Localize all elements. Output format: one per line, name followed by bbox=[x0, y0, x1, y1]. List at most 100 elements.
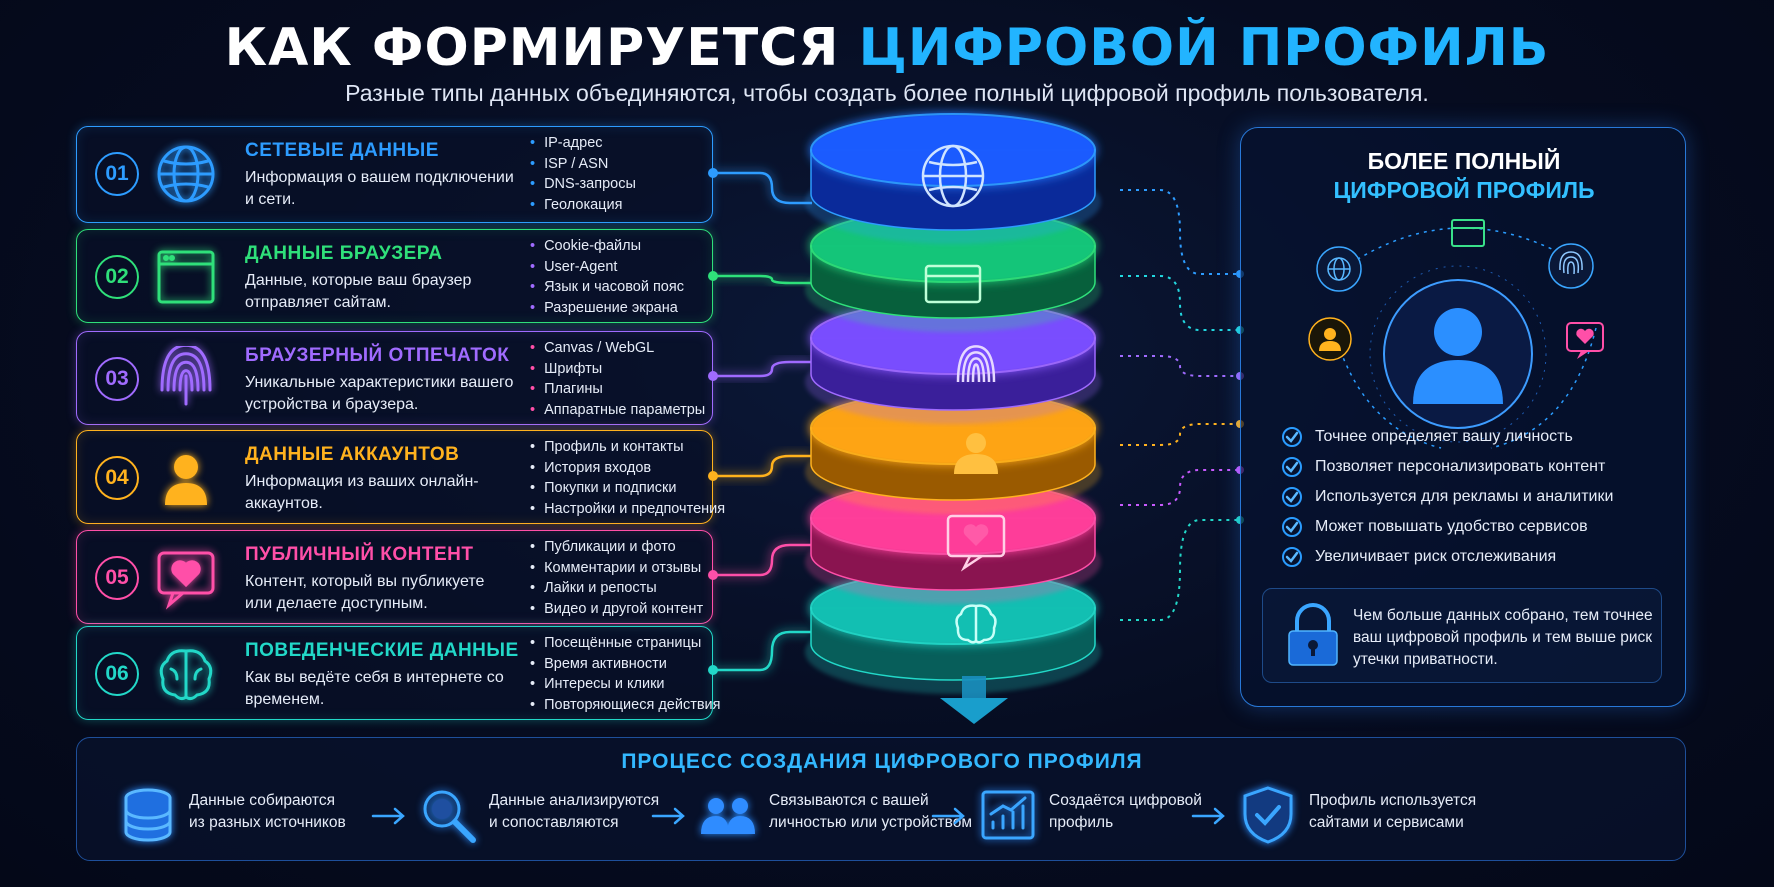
card-item: Cookie-файлы bbox=[530, 236, 684, 257]
card-item: Canvas / WebGL bbox=[530, 338, 705, 359]
data-disc-4 bbox=[805, 391, 1101, 514]
benefit-text: Точнее определяет вашу личность bbox=[1315, 428, 1573, 445]
benefit-item: Позволяет персонализировать контент bbox=[1281, 452, 1613, 482]
down-arrow-icon bbox=[940, 676, 1008, 724]
arrow-right-icon bbox=[651, 807, 685, 825]
check-circle-icon bbox=[1282, 487, 1302, 507]
check-circle-icon bbox=[1282, 457, 1302, 477]
process-step-line1: Данные анализируются bbox=[489, 792, 660, 809]
title-part2: ЦИФРОВОЙ ПРОФИЛЬ bbox=[858, 18, 1550, 78]
card-items: Cookie-файлыUser-AgentЯзык и часовой поя… bbox=[530, 236, 684, 318]
heart-message-icon bbox=[946, 514, 1006, 572]
left-connector-2 bbox=[708, 271, 812, 285]
card-description: Информация из ваших онлайн-аккаунтов. bbox=[245, 473, 479, 512]
card-description: Как вы ведёте себя в интернете со времен… bbox=[245, 669, 504, 708]
user-icon bbox=[165, 455, 207, 505]
brain-icon bbox=[159, 649, 213, 701]
card-item: Публикации и фото bbox=[530, 537, 703, 558]
card-title: ДАННЫЕ БРАУЗЕРА bbox=[245, 243, 443, 264]
left-connector-3 bbox=[708, 360, 812, 381]
card-item: Шрифты bbox=[530, 359, 705, 380]
card-item: Геолокация bbox=[530, 195, 636, 216]
data-disc-3 bbox=[805, 301, 1101, 424]
heart-message-icon bbox=[1566, 322, 1604, 359]
card-item: Комментарии и отзывы bbox=[530, 558, 703, 579]
arrow-right-icon bbox=[371, 807, 405, 825]
arrow-right-icon bbox=[1191, 807, 1225, 825]
right-connector-4 bbox=[1120, 420, 1244, 446]
fingerprint-icon bbox=[1548, 243, 1594, 289]
globe-icon bbox=[921, 144, 985, 208]
data-disc-1 bbox=[805, 113, 1101, 244]
category-card-04: 04 ДАННЫЕ АККАУНТОВ Информация из ваших он… bbox=[76, 430, 725, 524]
brain-icon bbox=[955, 604, 997, 644]
card-item: IP-адрес bbox=[530, 133, 636, 154]
benefit-item: Используется для рекламы и аналитики bbox=[1281, 482, 1613, 512]
card-title: БРАУЗЕРНЫЙ ОТПЕЧАТОК bbox=[245, 345, 510, 366]
benefit-text: Может повышать удобство сервисов bbox=[1315, 518, 1588, 535]
card-title: ДАННЫЕ АККАУНТОВ bbox=[245, 444, 460, 465]
card-number: 05 bbox=[95, 556, 139, 600]
benefit-text: Увеличивает риск отслеживания bbox=[1315, 548, 1557, 565]
card-item: Лайки и репосты bbox=[530, 578, 703, 599]
category-card-06: 06 ПОВЕДЕНЧЕСКИЕ ДАННЫЕ Как вы ведёте себя… bbox=[76, 626, 721, 720]
right-connector-5 bbox=[1120, 466, 1244, 506]
benefit-item: Может повышать удобство сервисов bbox=[1281, 512, 1613, 542]
left-connector-1 bbox=[708, 168, 812, 205]
card-item: Настройки и предпочтения bbox=[530, 499, 725, 520]
right-connector-2 bbox=[1120, 275, 1244, 334]
process-step-line1: Связываются с вашей bbox=[769, 792, 929, 809]
card-number: 06 bbox=[95, 652, 139, 696]
browser-window-icon bbox=[924, 264, 982, 304]
process-step-line2: профиль bbox=[1049, 814, 1114, 831]
card-item: История входов bbox=[530, 458, 725, 479]
page-subtitle: Разные типы данных объединяются, чтобы с… bbox=[345, 80, 1429, 106]
browser-window-icon bbox=[1451, 219, 1485, 247]
privacy-note: Чем больше данных собрано, тем точнее ва… bbox=[1262, 588, 1662, 683]
right-connector-1 bbox=[1120, 189, 1244, 278]
card-description: Информация о вашем подключении и сети. bbox=[245, 169, 514, 208]
card-item: Язык и часовой пояс bbox=[530, 277, 684, 298]
card-item: DNS-запросы bbox=[530, 174, 636, 195]
profile-panel: БОЛЕЕ ПОЛНЫЙ ЦИФРОВОЙ ПРОФИЛЬ bbox=[1240, 127, 1686, 707]
card-description: Данные, которые ваш браузер отправляет с… bbox=[245, 272, 472, 311]
lock-icon bbox=[1288, 603, 1338, 666]
globe-icon bbox=[157, 145, 215, 203]
card-title: ПОВЕДЕНЧЕСКИЕ ДАННЫЕ bbox=[245, 640, 519, 661]
card-items: Публикации и фотоКомментарии и отзывыЛай… bbox=[530, 537, 703, 619]
profile-avatar-icon bbox=[1413, 308, 1503, 404]
right-connector-6 bbox=[1120, 516, 1244, 621]
process-step-line2: и сопоставляются bbox=[489, 814, 619, 831]
benefit-item: Увеличивает риск отслеживания bbox=[1281, 542, 1613, 572]
fingerprint-icon bbox=[956, 345, 996, 383]
card-item: Повторяющиеся действия bbox=[530, 695, 720, 716]
card-items: Canvas / WebGLШрифтыПлагиныАппаратные па… bbox=[530, 338, 705, 420]
card-items: Профиль и контактыИстория входовПокупки … bbox=[530, 437, 725, 519]
profile-title-line1: БОЛЕЕ ПОЛНЫЙ bbox=[1367, 148, 1561, 174]
benefit-text: Позволяет персонализировать контент bbox=[1315, 458, 1606, 475]
card-items: Посещённые страницыВремя активностиИнтер… bbox=[530, 633, 721, 716]
data-disc-5 bbox=[805, 481, 1101, 604]
category-card-01: 01 СЕТЕВЫЕ ДАННЫЕ Информация о вашем подкл… bbox=[76, 126, 713, 223]
privacy-note-text: Чем больше данных собрано, тем точнее ва… bbox=[1353, 607, 1653, 668]
card-item: Время активности bbox=[530, 654, 721, 675]
card-title: СЕТЕВЫЕ ДАННЫЕ bbox=[245, 140, 439, 161]
benefit-item: Точнее определяет вашу личность bbox=[1281, 422, 1613, 452]
card-item: Плагины bbox=[530, 379, 705, 400]
card-items: IP-адресISP / ASNDNS-запросыГеолокация bbox=[530, 133, 636, 215]
card-number: 03 bbox=[95, 357, 139, 401]
chart-icon bbox=[981, 790, 1035, 840]
connector-lines bbox=[708, 168, 1244, 675]
card-number: 01 bbox=[95, 152, 139, 196]
card-item: Профиль и контакты bbox=[530, 437, 725, 458]
check-circle-icon bbox=[1282, 517, 1302, 537]
card-item: User-Agent bbox=[530, 257, 684, 278]
card-number: 04 bbox=[95, 456, 139, 500]
fingerprint-icon bbox=[160, 346, 212, 406]
right-connector-3 bbox=[1120, 355, 1244, 380]
card-item: ISP / ASN bbox=[530, 154, 636, 175]
